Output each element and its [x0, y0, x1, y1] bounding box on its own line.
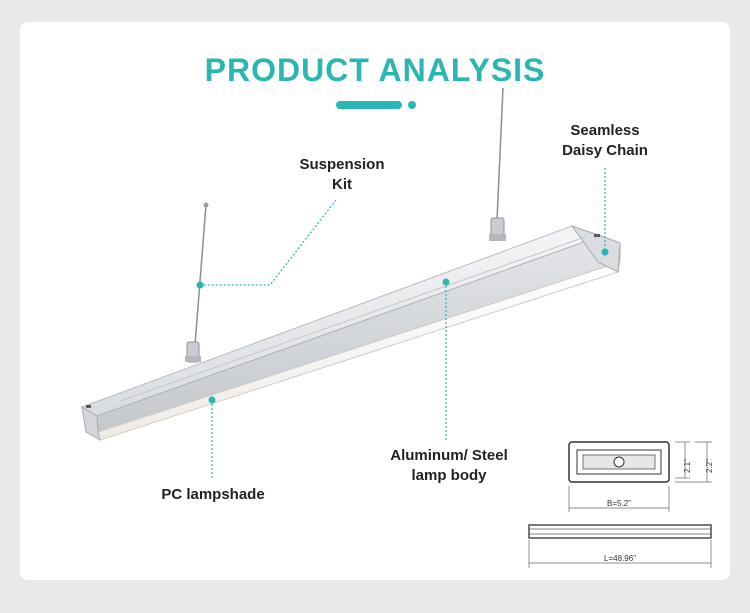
- suspension-kit-line-1: Suspension: [299, 156, 385, 173]
- height-outer-dimension: 2.2": [705, 459, 714, 473]
- suspension-kit-line-2: Kit: [332, 176, 352, 193]
- length-dimension: L=48.96": [604, 554, 636, 563]
- aluminum-body-line-1: Aluminum/ Steel: [390, 447, 508, 464]
- daisy-chain-line-1: Seamless: [570, 122, 640, 139]
- aluminum-body-line-2: lamp body: [411, 467, 487, 484]
- pc-lampshade-marker: [208, 396, 216, 404]
- linear-fixture: [80, 225, 621, 442]
- left-gripper: [185, 341, 201, 363]
- callout-leaders: [200, 168, 606, 478]
- left-suspension-wire: [194, 204, 207, 346]
- daisy-chain-line-2: Daisy Chain: [562, 142, 648, 159]
- pc-lampshade-label: PC lampshade: [161, 486, 265, 503]
- right-gripper: [489, 217, 506, 241]
- aluminum-body-marker: [442, 278, 450, 286]
- height-inner-dimension: 2.1": [683, 459, 692, 473]
- width-dimension: B=5.2": [607, 499, 631, 508]
- length-drawing: [528, 524, 712, 568]
- suspension-kit-label: Suspension Kit: [292, 155, 392, 195]
- left-wire-anchor: [203, 202, 209, 208]
- suspension-kit-marker: [196, 281, 204, 289]
- suspension-kit-leader: [200, 199, 337, 286]
- aluminum-body-label: Aluminum/ Steel lamp body: [374, 446, 524, 486]
- cross-section-drawing: [568, 441, 712, 512]
- right-suspension-wire: [496, 87, 504, 221]
- daisy-chain-label: Seamless Daisy Chain: [550, 121, 660, 161]
- title-underline-bar: [336, 101, 402, 109]
- title-underline-dot: [408, 101, 416, 109]
- page-title: PRODUCT ANALYSIS: [204, 52, 546, 88]
- daisy-chain-marker: [601, 248, 609, 256]
